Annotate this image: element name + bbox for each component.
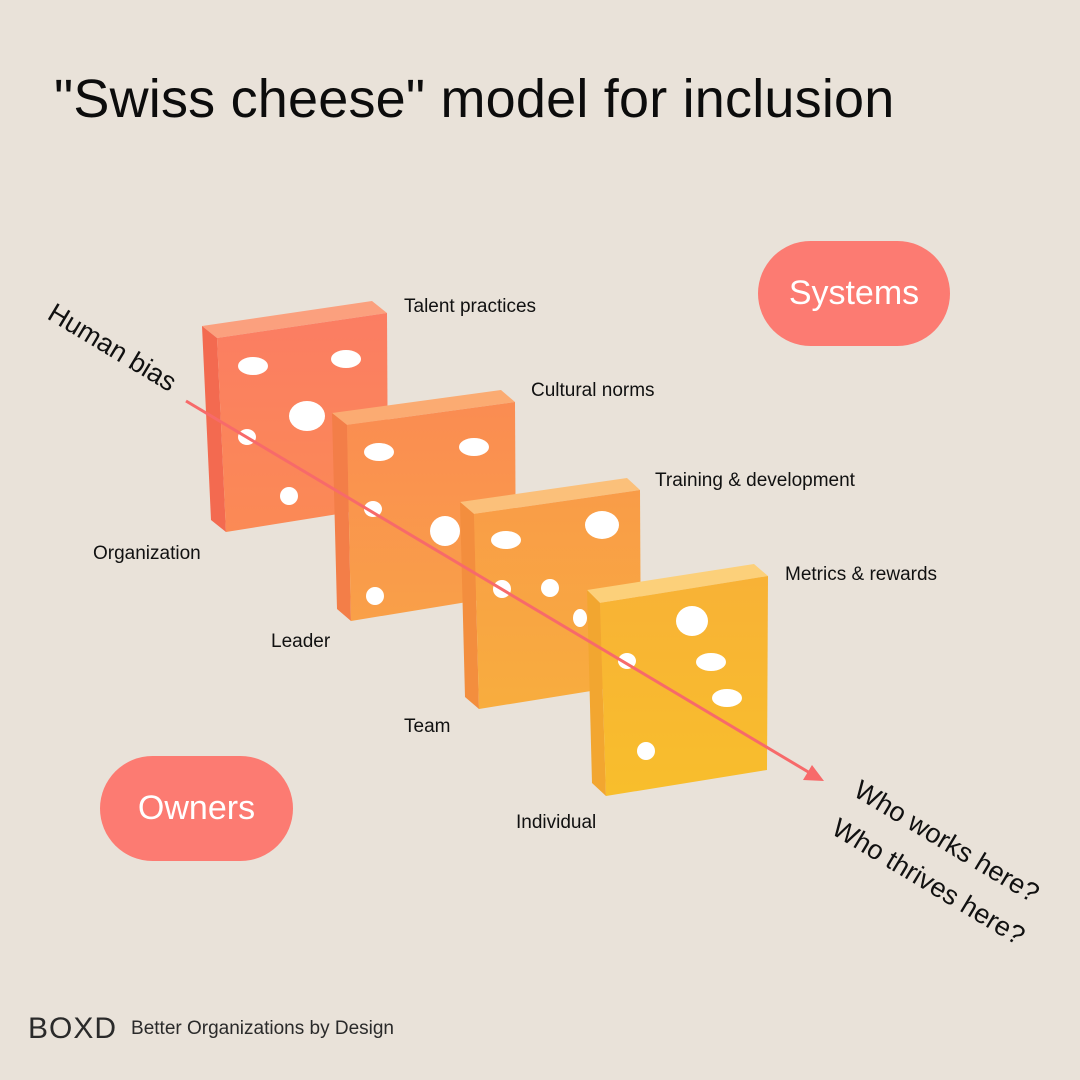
label-metrics-rewards: Metrics & rewards [785,564,937,585]
label-team: Team [404,716,450,737]
brand-tagline: Better Organizations by Design [131,1018,394,1039]
label-individual: Individual [516,812,596,833]
cheese-slice-3 [460,478,641,709]
systems-pill: Systems [758,241,950,346]
bias-arrow [185,399,824,781]
label-talent-practices: Talent practices [404,296,536,317]
label-cultural-norms: Cultural norms [531,380,655,401]
slice-2-holes [364,438,489,605]
page-title: "Swiss cheese" model for inclusion [54,69,895,129]
label-organization: Organization [93,543,201,564]
cheese-slice-4 [587,564,768,796]
slice-1-holes [238,350,361,505]
human-bias-label: Human bias [43,297,182,397]
owners-pill: Owners [100,756,293,861]
brand-footer: BOXD Better Organizations by Design [28,1012,394,1046]
slice-3-holes [491,511,619,627]
slice-4-holes [618,606,742,760]
brand-logo: BOXD [28,1012,118,1045]
label-training-development: Training & development [655,470,856,491]
label-leader: Leader [271,631,331,652]
